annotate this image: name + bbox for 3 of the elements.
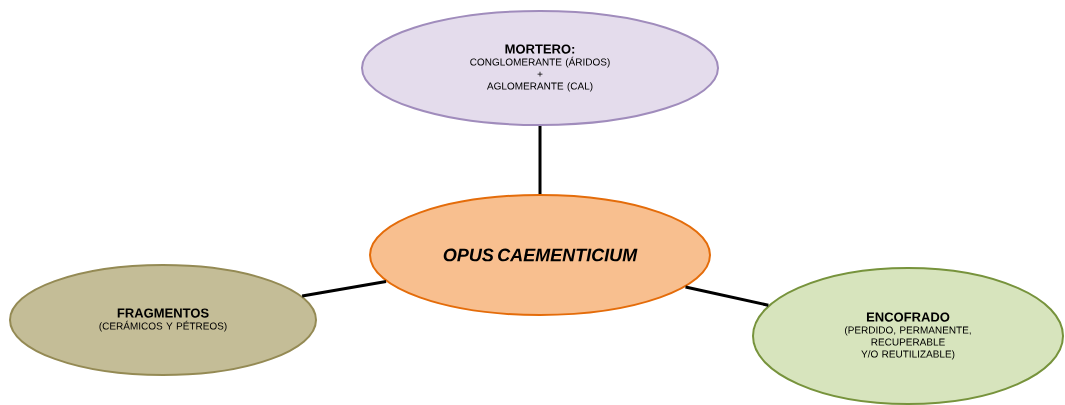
connector-line [538, 126, 542, 194]
connector-line [301, 280, 387, 298]
connector-line [685, 285, 769, 307]
